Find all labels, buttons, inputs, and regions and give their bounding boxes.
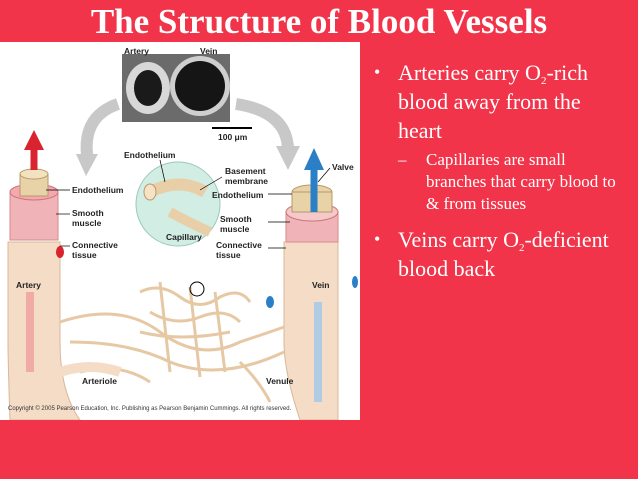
label-endothelium-left: Endothelium <box>72 185 124 195</box>
bullet-veins-suffix: -deficient blood back <box>398 227 609 281</box>
micrograph <box>122 54 252 129</box>
figure-copyright: Copyright © 2005 Pearson Education, Inc.… <box>8 406 292 412</box>
artery-illustration <box>7 130 81 420</box>
label-arteriole: Arteriole <box>82 376 117 386</box>
bullet-dot-icon: • <box>374 229 381 249</box>
bullet-arteries-sub: 2 <box>540 75 547 87</box>
bullet-arteries: • Arteries carry O2-rich blood away from… <box>368 58 630 145</box>
label-artery: Artery <box>16 280 42 290</box>
bullet-veins: • Veins carry O2-deficient blood back <box>368 225 630 283</box>
label-vein: Vein <box>312 280 330 290</box>
bullet-list: • Arteries carry O2-rich blood away from… <box>368 58 630 283</box>
blood-vessel-figure: Artery Vein 100 μm Endothelium Basement … <box>0 42 360 420</box>
bullet-arteries-prefix: Arteries carry O <box>398 60 541 85</box>
vein-illustration <box>283 148 339 420</box>
label-connective-tissue-left: Connective tissue <box>72 240 118 260</box>
label-artery-top: Artery <box>124 46 150 56</box>
label-scale-bar: 100 μm <box>218 132 248 142</box>
label-endothelium-center: Endothelium <box>124 150 176 160</box>
label-smooth-muscle-left: Smooth muscle <box>72 208 104 228</box>
bullet-veins-sub: 2 <box>518 242 525 254</box>
capillary-inset <box>135 161 221 247</box>
label-endothelium-right: Endothelium <box>212 190 264 200</box>
bullet-arteries-suffix: -rich blood away from the heart <box>398 60 588 143</box>
label-smooth-muscle-right: Smooth muscle <box>220 214 252 234</box>
blood-vessel-illustration <box>7 54 358 420</box>
bullet-veins-prefix: Veins carry O <box>398 227 519 252</box>
capillary-network <box>59 281 285 403</box>
sub-bullet-capillaries: – Capillaries are small branches that ca… <box>368 149 630 215</box>
sub-bullet-dash-icon: – <box>398 150 407 169</box>
label-vein-top: Vein <box>200 46 218 56</box>
label-capillary: Capillary <box>166 232 202 242</box>
sub-bullet-capillaries-text: Capillaries are small branches that carr… <box>426 150 616 213</box>
label-valve: Valve <box>332 162 354 172</box>
bullet-dot-icon: • <box>374 62 381 82</box>
label-venule: Venule <box>266 376 294 386</box>
label-connective-tissue-right: Connective tissue <box>216 240 262 260</box>
slide-title: The Structure of Blood Vessels <box>90 2 548 41</box>
label-basement-membrane: Basement membrane <box>225 166 268 186</box>
